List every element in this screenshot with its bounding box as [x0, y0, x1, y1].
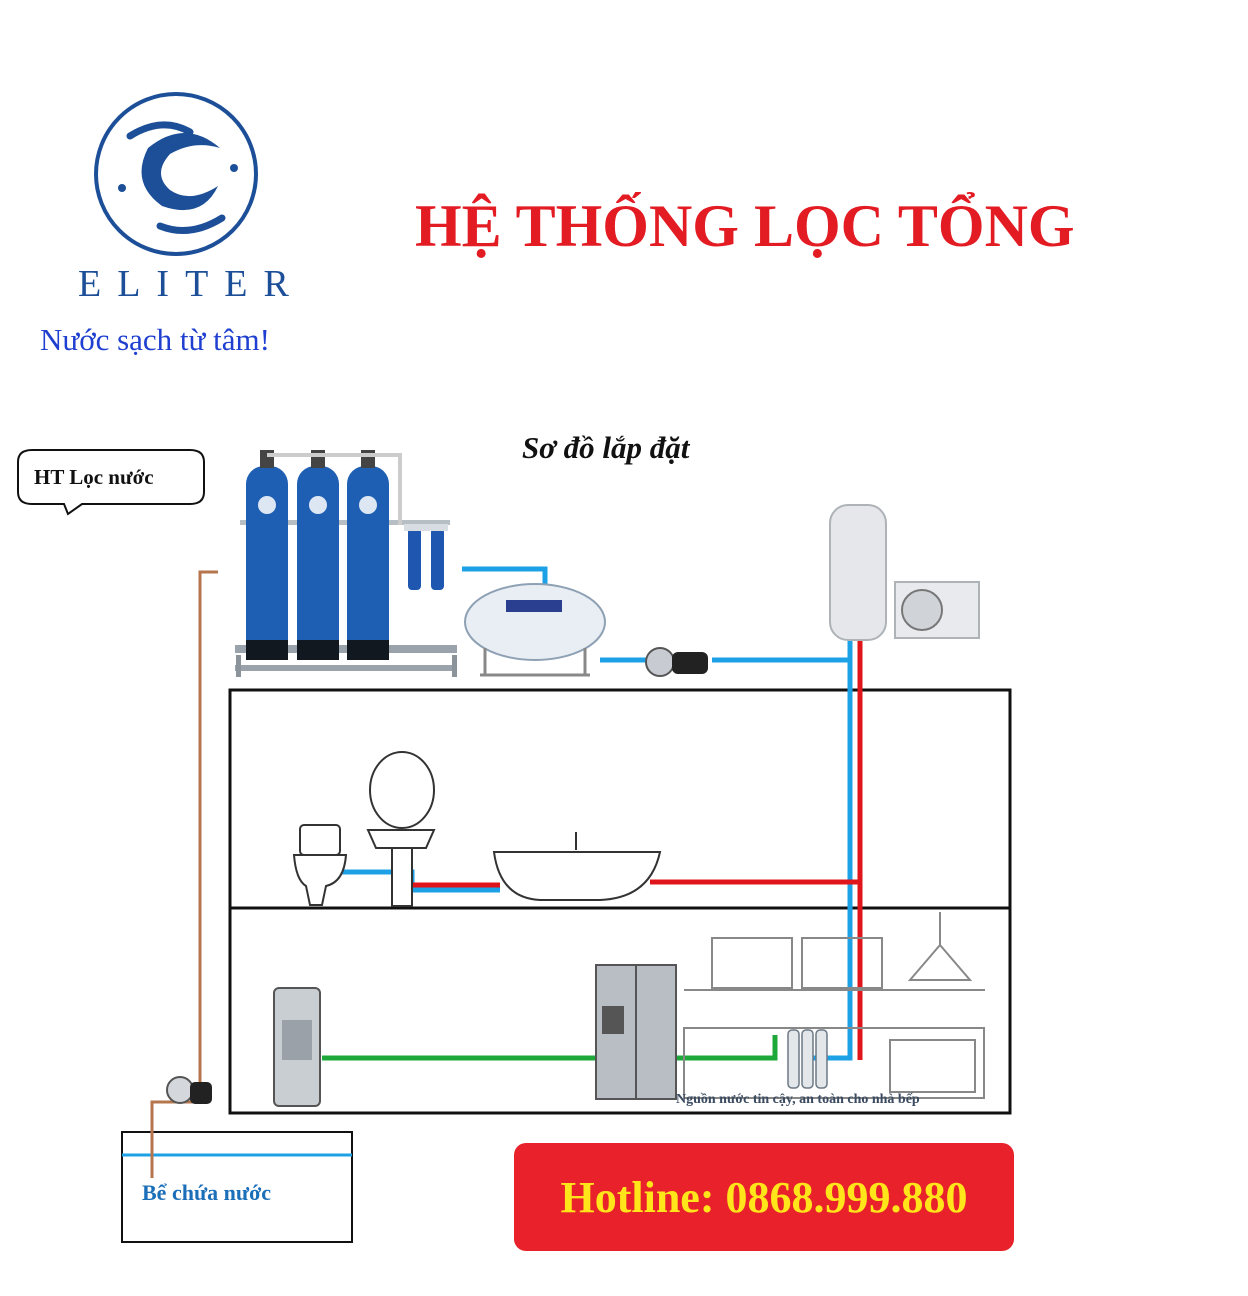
refrigerator: [595, 964, 677, 1100]
toilet: [292, 824, 348, 906]
slogan: Nước sạch từ tâm!: [40, 322, 270, 357]
hotline-banner[interactable]: Hotline: 0868.999.880: [514, 1143, 1014, 1251]
cold-water-pipes: [340, 566, 853, 1061]
hotline-text: Hotline: 0868.999.880: [560, 1172, 968, 1222]
kitchen-ro-filter: [787, 1029, 828, 1089]
page-title: HỆ THỐNG LỌC TỔNG: [415, 193, 1075, 259]
eliter-logo-icon: [94, 92, 258, 256]
water-dispenser: [273, 987, 321, 1107]
storage-tank: [121, 1131, 353, 1243]
bathroom-sink: [366, 751, 436, 907]
filter-system-label: HT Lọc nước: [34, 465, 154, 489]
water-heater: [829, 504, 887, 641]
supply-pump: [166, 1076, 212, 1104]
rooftop-tank: [464, 583, 606, 677]
booster-pump: [645, 647, 708, 677]
filter-label-bubble: [17, 449, 205, 516]
diagram-subtitle: Sơ đồ lắp đặt: [522, 430, 690, 465]
heat-pump-unit: [894, 581, 980, 639]
kitchen-cabinets: [683, 912, 985, 1099]
filter-system: [235, 450, 457, 677]
bathtub: [492, 832, 662, 901]
kitchen-caption: Nguồn nước tin cậy, an toàn cho nhà bếp: [676, 1092, 920, 1107]
house-floor-1: [228, 906, 1012, 1115]
storage-tank-label: Bể chứa nước: [142, 1180, 272, 1205]
brand-name: ELITER: [78, 263, 305, 305]
